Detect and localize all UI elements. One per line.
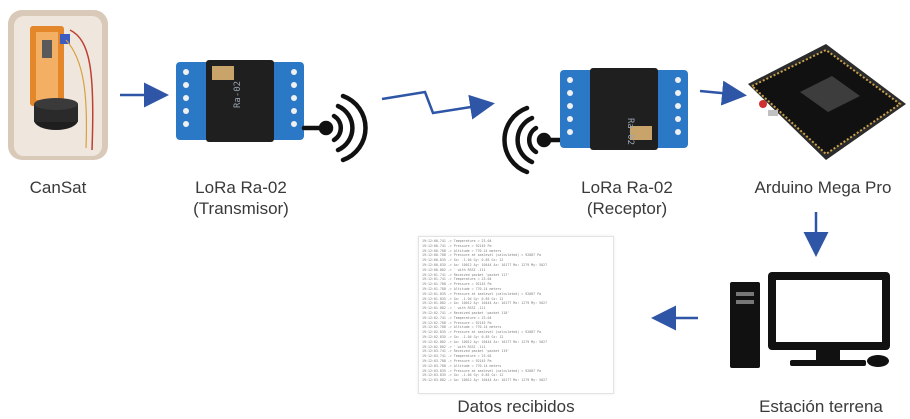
arduino-board-icon [748, 44, 906, 160]
lora-module-icon: Ra-02 [560, 68, 688, 150]
arduino-label-text: Arduino Mega Pro [754, 178, 892, 197]
arrow-receiver-to-arduino [699, 80, 747, 106]
svg-text:Ra-02: Ra-02 [233, 81, 243, 108]
cansat-label-text: CanSat [29, 178, 87, 197]
transmitter-label-line1: LoRa Ra-02 [195, 178, 287, 197]
received-data-label: Datos recibidos [430, 396, 602, 417]
receiver-label: LoRa Ra-02 (Receptor) [552, 177, 702, 219]
radio-waves-icon [502, 105, 569, 175]
ground-station-label: Estación terrena [738, 396, 904, 417]
lora-module-icon: Ra-02 [176, 60, 304, 142]
received-data-label-text: Datos recibidos [457, 397, 575, 416]
receiver-label-line1: LoRa Ra-02 [581, 178, 673, 197]
received-data-log: 19:12:00.741 -> Temperature = 23.04 19:1… [418, 236, 614, 394]
wireless-link-arrow [381, 90, 495, 120]
cansat-photo [8, 10, 108, 160]
receiver-label-line2: (Receptor) [586, 199, 668, 218]
transmitter-label-line2: (Transmisor) [193, 199, 289, 218]
cansat-label: CanSat [14, 177, 102, 198]
transmitter-label: LoRa Ra-02 (Transmisor) [166, 177, 316, 219]
svg-text:Ra-02: Ra-02 [625, 118, 635, 145]
ground-station-label-text: Estación terrena [759, 397, 883, 416]
radio-waves-icon [301, 93, 368, 163]
arduino-label: Arduino Mega Pro [740, 177, 906, 198]
computer-icon [730, 272, 890, 368]
